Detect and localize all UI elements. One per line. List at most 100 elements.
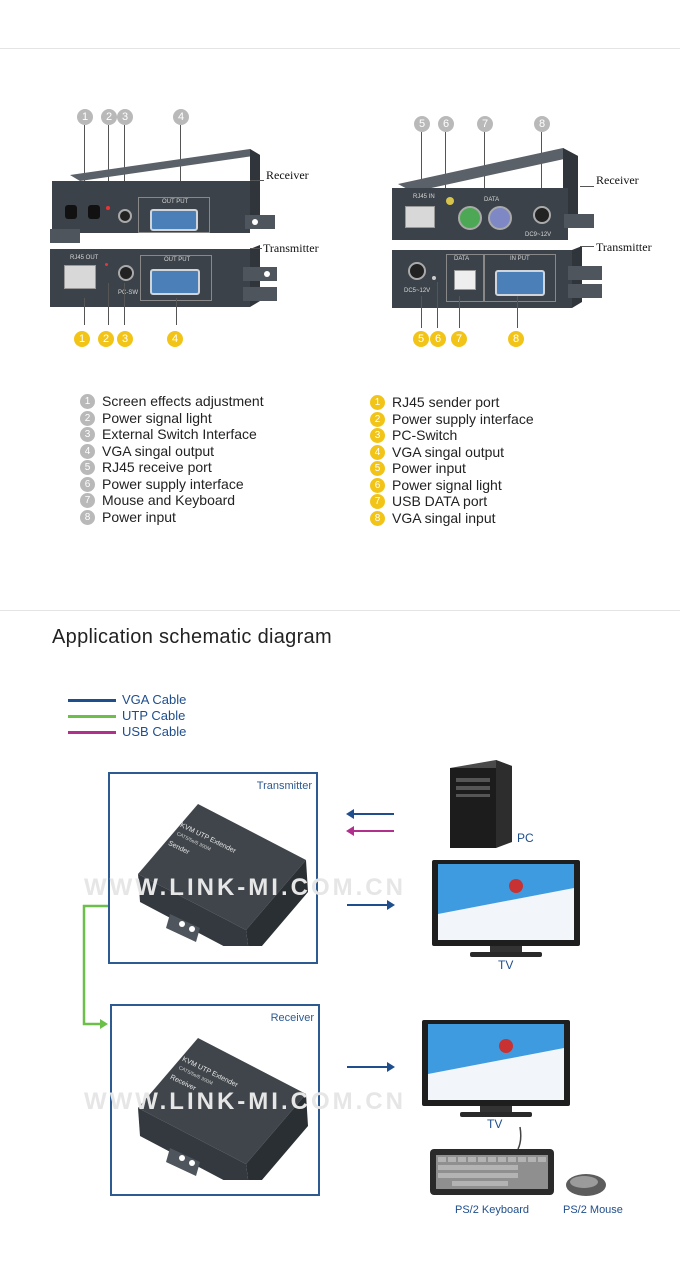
list-item-text: VGA singal output [392,443,505,460]
list-badge: 4 [80,443,95,459]
rj45-port-receiver [405,206,435,228]
right-device-diagram: 5 6 7 8 RJ45 IN DATA DC9~12V DC5~12V DAT… [380,110,680,355]
left-device-diagram: 1 2 3 4 OUT PUT RJ45 OUT PC-SW OUT PUT 1… [40,105,340,355]
legend-label-vga: VGA Cable [122,692,187,707]
power-led-tx [105,263,108,266]
list-item-text: Power supply interface [102,475,244,492]
top-divider [0,48,680,49]
leader-line [459,296,460,328]
list-badge: 8 [370,510,385,526]
leader-line [484,132,485,196]
pc-label: PC [517,831,534,845]
tv-label-2: TV [487,1117,503,1131]
badge-r-top-7: 7 [477,116,493,132]
pc-arrows [346,809,394,836]
section-title: Application schematic diagram [52,626,332,648]
leader-line [84,298,85,325]
badge-r-bot-5: 5 [413,331,429,347]
badge-l-top-2: 2 [101,109,117,125]
tv2-arrow [347,1062,395,1072]
power-led [106,206,110,210]
legend-vga: VGA Cable [68,692,268,707]
list-item-text: Power signal light [392,476,502,493]
rj45-out-text: RJ45 OUT [70,255,99,261]
badge-l-top-1: 1 [77,109,93,125]
list-item-text: RJ45 sender port [392,394,500,410]
leader-line [421,296,422,328]
keyboard-mouse-icons [430,1126,606,1196]
list-item-text: Power supply interface [392,410,534,427]
tv-label-1: TV [498,958,514,972]
leader-line [124,283,125,325]
out-put2-text: OUT PUT [164,257,191,263]
receiver-label-right: Receiver [596,173,639,187]
dc-text: DC9~12V [525,232,552,238]
leader-line [437,282,438,328]
leader-line [421,132,422,190]
list-badge: 5 [80,460,95,475]
badge-r-top-8: 8 [534,116,550,132]
power-led-tx-back [432,276,436,280]
rj45-in-text: RJ45 IN [413,194,435,200]
list-item-text: USB DATA port [392,493,488,509]
badge-l-top-3: 3 [117,109,133,125]
badge-r-top-6: 6 [438,116,454,132]
badge-r-bot-7: 7 [451,331,467,347]
out-put-frame [138,197,210,233]
list-badge: 8 [80,509,95,525]
leader-line [176,298,177,325]
list-item-text: Power signal light [102,409,212,426]
list-badge: 5 [370,461,385,476]
vga-input-port [495,270,545,296]
legend-label-utp: UTP Cable [122,708,186,723]
badge-r-bot-6: 6 [430,331,446,347]
leader-line [541,132,542,196]
receiver-label-left: Receiver [266,168,309,182]
in-put-text: IN PUT [510,256,530,262]
receiver-device-drawing [138,1038,308,1180]
pc-sw-text: PC-SW [118,290,138,296]
list-badge: 7 [80,493,95,508]
leader-line [445,132,446,196]
list-badge: 2 [80,410,95,426]
badge-r-bot-8: 8 [508,331,524,347]
section-divider [0,610,680,611]
switch-port [118,209,132,223]
dc2-text: DC5~12V [404,288,431,294]
badge-l-top-4: 4 [173,109,189,125]
receiver-front-drawing [50,149,275,243]
tv1-arrow [347,900,395,910]
transmitter-port-list: 1 RJ45 sender port 2 Power supply interf… [370,394,630,534]
legend-label-usb: USB Cable [122,724,187,739]
legend-usb: USB Cable [68,724,268,739]
ps2-keyboard-port [488,206,512,230]
transmitter-frame-label: Transmitter [256,780,312,792]
list-item-text: RJ45 receive port [102,459,212,475]
list-badge: 1 [80,394,95,409]
data-text: DATA [484,197,500,203]
leader-line [250,248,262,249]
data2-frame [446,254,484,302]
mouse-label: PS/2 Mouse [563,1204,623,1216]
vga-port-receiver [150,209,198,231]
badge-l-bot-2: 2 [98,331,114,347]
pc-switch-port [118,265,134,281]
list-item-text: VGA singal input [392,509,496,526]
pc-tower-icon [450,760,512,848]
out-put-text: OUT PUT [162,199,189,205]
power-port-r [446,197,454,205]
legend-swatch-vga [68,699,116,702]
leader-line [250,180,264,181]
receiver-port-list: 1 Screen effects adjustment 2 Power sign… [80,393,340,533]
badge-l-bot-1: 1 [74,331,90,347]
watermark: WWW.LINK-MI.COM.CN [84,1088,406,1115]
sender-device-drawing [138,804,308,946]
tv-icon-1 [432,860,580,957]
leader-line [517,296,518,328]
receiver-frame-label: Receiver [270,1012,314,1024]
list-badge: 6 [370,477,385,493]
list-item-text: External Switch Interface [102,426,257,442]
list-item-text: PC-Switch [392,427,458,443]
keyboard-label: PS/2 Keyboard [455,1204,529,1216]
leader-line [108,125,109,205]
